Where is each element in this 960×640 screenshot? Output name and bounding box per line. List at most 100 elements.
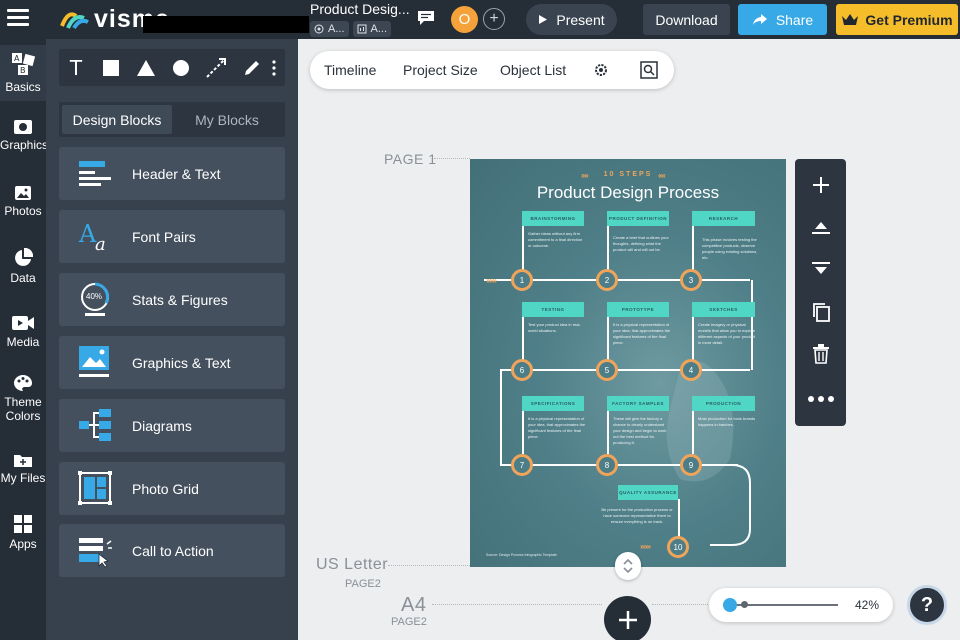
header-text-icon <box>79 161 111 186</box>
step-7-box[interactable]: SPECIFICATIONS <box>522 396 584 411</box>
more-tools[interactable] <box>264 49 284 86</box>
step-8-circle[interactable]: 8 <box>596 454 618 476</box>
zoom-slider-knob[interactable] <box>723 598 737 612</box>
help-button[interactable]: ? <box>907 585 947 625</box>
tab-design-blocks[interactable]: Design Blocks <box>62 105 172 134</box>
analytics-chip[interactable]: A... <box>352 21 392 37</box>
step-10-circle[interactable]: 10 <box>667 536 689 558</box>
delete-button[interactable] <box>795 334 846 374</box>
rail-item-data[interactable]: Data <box>0 248 46 285</box>
step-9-circle[interactable]: 9 <box>680 454 702 476</box>
step-4-box[interactable]: SKETCHES <box>692 302 755 317</box>
rail-item-basics[interactable]: A B Basics <box>0 45 46 101</box>
move-up-icon <box>811 222 830 234</box>
triangle-tool[interactable] <box>131 49 161 86</box>
circle-tool[interactable] <box>166 49 196 86</box>
canvas-page[interactable]: ›››› ‹‹‹‹ 10 STEPS Product Design Proces… <box>470 159 786 567</box>
chart-box-icon <box>357 24 367 34</box>
step-10-box[interactable]: QUALITY ASSURANCE <box>618 485 678 500</box>
block-photo-grid[interactable]: Photo Grid <box>59 462 285 515</box>
step-7-circle[interactable]: 7 <box>511 454 533 476</box>
step-4-text[interactable]: Create imagery or physical models that a… <box>698 322 756 345</box>
settings-button[interactable] <box>593 51 609 89</box>
pen-tool[interactable] <box>237 49 267 86</box>
call-to-action-icon <box>79 538 112 568</box>
find-replace-button[interactable] <box>640 51 658 89</box>
font-pairs-icon: Aa <box>78 220 106 254</box>
step-5-circle[interactable]: 5 <box>596 359 618 381</box>
comment-icon[interactable] <box>417 10 435 26</box>
up-down-chevron-icon <box>623 558 633 574</box>
timeline-button[interactable]: Timeline <box>324 62 377 78</box>
step-2-box[interactable]: PRODUCT DEFINITION <box>607 211 669 226</box>
step-3-circle[interactable]: 3 <box>680 269 702 291</box>
duplicate-button[interactable] <box>795 292 846 332</box>
step-3-stem <box>692 226 694 270</box>
line-tool[interactable] <box>201 49 231 86</box>
step-3-box[interactable]: RESEARCH <box>692 211 755 226</box>
step-4-circle[interactable]: 4 <box>680 359 702 381</box>
steps-title[interactable]: 10 STEPS <box>603 171 653 178</box>
step-6-text[interactable]: Test your product idea in real-world sit… <box>528 322 581 333</box>
rail-item-apps[interactable]: Apps <box>0 514 46 551</box>
add-collaborator-icon[interactable]: + <box>483 8 505 30</box>
zoom-marker <box>741 601 748 608</box>
privacy-chip[interactable]: A... <box>310 21 349 37</box>
rectangle-tool[interactable] <box>96 49 126 86</box>
user-avatar[interactable]: O <box>451 6 478 33</box>
download-button[interactable]: Download <box>643 4 730 35</box>
block-stats-figures[interactable]: 40% Stats & Figures <box>59 273 285 326</box>
step-1-circle[interactable]: 1 <box>511 269 533 291</box>
step-5-text[interactable]: It is a physical representation of your … <box>613 322 671 345</box>
palette-icon <box>14 375 33 391</box>
step-8-text[interactable]: These will give the factory a chance to … <box>613 416 667 445</box>
project-size-button[interactable]: Project Size <box>403 62 478 78</box>
move-down-button[interactable] <box>795 249 846 289</box>
page-resize-handle[interactable] <box>615 552 641 580</box>
step-6-box[interactable]: TESTING <box>522 302 584 317</box>
design-footer[interactable]: Source: Design Process Infographic Templ… <box>486 553 557 557</box>
document-title[interactable]: Product Desig... <box>310 1 410 17</box>
block-diagrams[interactable]: Diagrams <box>59 399 285 452</box>
block-header-text[interactable]: Header & Text <box>59 147 285 200</box>
step-6-circle[interactable]: 6 <box>511 359 533 381</box>
text-tool[interactable]: T <box>69 55 83 80</box>
present-button[interactable]: Present <box>526 4 617 35</box>
block-call-to-action[interactable]: Call to Action <box>59 524 285 577</box>
step-10-stem <box>678 499 680 539</box>
copy-icon <box>812 303 830 322</box>
step-5-box[interactable]: PROTOTYPE <box>607 302 669 317</box>
rail-item-graphics[interactable]: Graphics <box>0 119 48 152</box>
step-8-box[interactable]: FACTORY SAMPLES <box>607 396 669 411</box>
step-2-text[interactable]: Create a brief that outlines your though… <box>613 235 669 252</box>
rail-item-my-files[interactable]: My Files <box>0 452 46 485</box>
zoom-track[interactable] <box>731 604 838 606</box>
step-1-text[interactable]: Gather ideas without any firm commitment… <box>528 231 583 248</box>
rail-item-media[interactable]: Media <box>0 314 46 349</box>
play-icon <box>539 15 548 24</box>
step-1-box[interactable]: BRAINSTORMING <box>522 211 584 226</box>
get-premium-button[interactable]: Get Premium <box>836 4 958 35</box>
step-2-stem <box>607 226 609 270</box>
rail-item-photos[interactable]: Photos <box>0 185 46 218</box>
move-up-button[interactable] <box>795 207 846 247</box>
step-7-text[interactable]: It is a physical representation of your … <box>528 416 586 439</box>
add-block-button[interactable] <box>795 165 846 205</box>
rail-item-theme-colors[interactable]: Theme Colors <box>0 374 46 423</box>
object-list-button[interactable]: Object List <box>500 62 567 78</box>
tab-my-blocks[interactable]: My Blocks <box>195 111 259 128</box>
menu-icon[interactable] <box>7 9 29 27</box>
share-button[interactable]: Share <box>738 4 827 35</box>
step-9-text[interactable]: Most production for tools brands happens… <box>698 416 756 427</box>
document-meta: A... A... <box>310 21 392 37</box>
add-page-button[interactable] <box>604 596 651 640</box>
step-3-text[interactable]: This phase involves testing the competit… <box>702 237 758 260</box>
step-2-circle[interactable]: 2 <box>596 269 618 291</box>
title-chevrons-left: ›››› <box>581 171 589 180</box>
step-10-text[interactable]: Be present for the production process or… <box>601 507 673 524</box>
block-graphics-text[interactable]: Graphics & Text <box>59 336 285 389</box>
step-9-box[interactable]: PRODUCTION <box>692 396 755 411</box>
main-title[interactable]: Product Design Process <box>536 183 720 202</box>
more-options-button[interactable] <box>795 379 846 419</box>
